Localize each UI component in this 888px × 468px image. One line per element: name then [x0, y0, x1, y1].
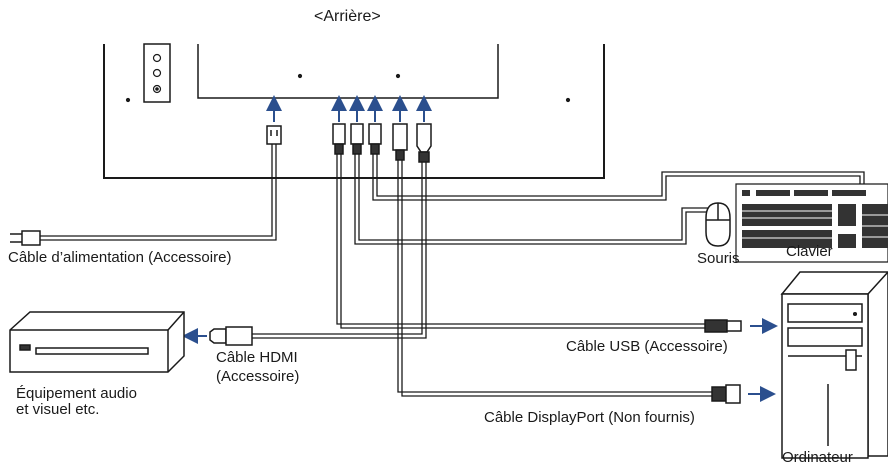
hdmi-cable-label-line1: Câble HDMI [216, 349, 298, 366]
port-arrows [266, 95, 432, 122]
monitor-rear [103, 43, 605, 179]
dp-plug [711, 384, 741, 404]
computer-label: Ordinateur [782, 449, 853, 466]
power-cable-label: Câble d’alimentation (Accessoire) [8, 249, 232, 266]
keyboard-label: Clavier [786, 243, 833, 260]
power-plug [10, 230, 41, 246]
usb-plug [704, 319, 742, 333]
displayport-cable-label: Câble DisplayPort (Non fournis) [484, 409, 695, 426]
av-equipment-label-line2: et visuel etc. [16, 401, 100, 418]
mouse-drawing [705, 202, 731, 247]
title-label: <Arrière> [314, 8, 381, 25]
computer-drawing [780, 271, 888, 459]
hdmi-cable-label-line2: (Accessoire) [216, 368, 300, 385]
monitor-plugs [266, 123, 432, 163]
mouse-label: Souris [697, 250, 740, 267]
av-equipment-drawing [9, 311, 185, 373]
av-equipment-label-line1: Équipement audio [16, 385, 137, 402]
usb-cable-label: Câble USB (Accessoire) [566, 338, 728, 355]
cables [40, 144, 865, 397]
hdmi-plug [209, 326, 253, 346]
keyboard-drawing [735, 183, 888, 263]
